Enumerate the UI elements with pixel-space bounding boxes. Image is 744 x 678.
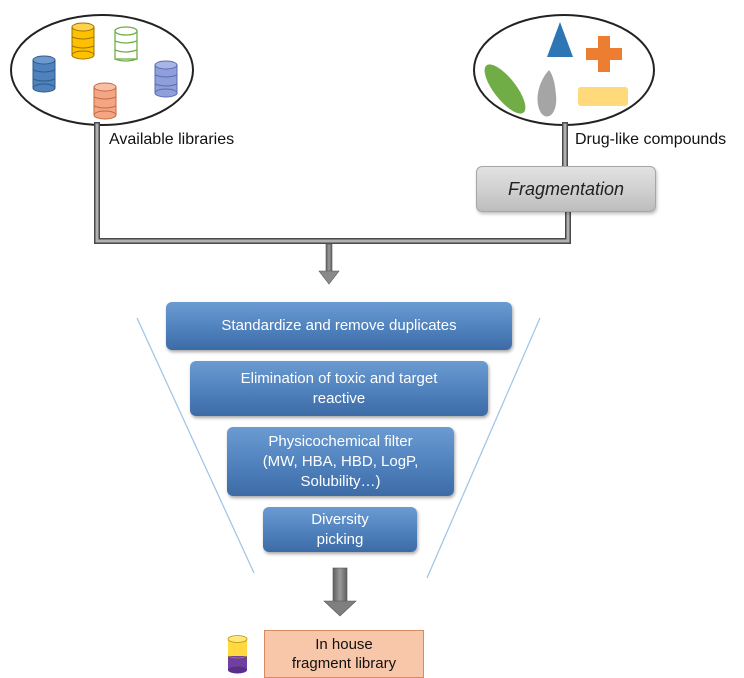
yellow-database-icon: [71, 22, 95, 60]
toxic-elimination-step: Elimination of toxic and target reactive: [190, 361, 488, 416]
blue-triangle-shape: [547, 22, 573, 57]
funnel-right-line: [426, 317, 541, 579]
fragment-library-database-icon: [227, 635, 248, 674]
yellow-bar-shape: [578, 87, 628, 106]
funnel-left-line: [136, 317, 255, 574]
connector-lines: [94, 122, 571, 244]
green-leaf-shape: [484, 64, 526, 114]
fragment-library-output: In house fragment library: [264, 630, 424, 678]
available-libraries-label: Available libraries: [109, 131, 235, 148]
diversity-picking-step: Diversity picking: [263, 507, 417, 552]
fragmentation-step: Fragmentation: [476, 166, 656, 212]
gray-drop-shape: [537, 70, 557, 117]
drug-like-compounds-label: Drug-like compounds: [575, 131, 727, 148]
green-outline-database-icon: [114, 26, 138, 62]
physicochemical-filter-step: Physicochemical filter (MW, HBA, HBD, Lo…: [227, 427, 454, 496]
standardize-step: Standardize and remove duplicates: [166, 302, 512, 350]
libraries-ellipse: [10, 14, 194, 126]
merge-arrow: [318, 243, 340, 285]
blue-database-icon: [32, 55, 56, 93]
purple-database-icon: [154, 60, 178, 98]
orange-database-icon: [93, 82, 117, 120]
output-arrow: [323, 567, 357, 617]
orange-cross-shape: [586, 36, 622, 72]
